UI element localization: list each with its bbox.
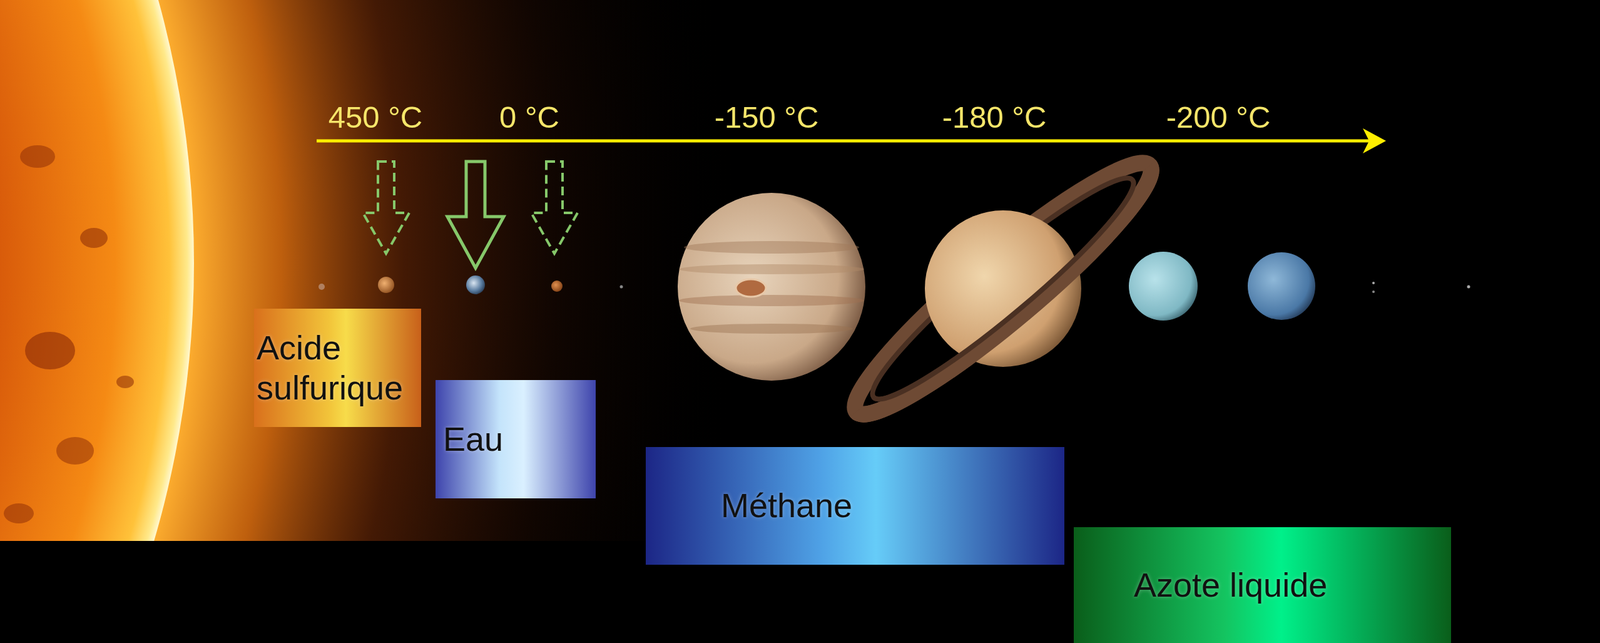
mars [551,280,563,292]
pluto [1372,281,1375,285]
jupiter-band [683,240,860,254]
sun-spot [116,375,134,388]
saturn [835,140,1171,437]
liquid-zone-box: Azote liquide [1073,526,1452,643]
temperature-axis [316,139,1371,143]
earth [466,275,485,295]
temperature-label: -180 °C [942,101,1047,133]
jupiter-bands [678,240,865,334]
neptune [1247,252,1316,320]
sun-spot [56,436,94,465]
temperature-label: -150 °C [714,101,820,133]
liquid-zone-box: Acide sulfurique [254,308,422,427]
temperature-label: 0 °C [499,101,560,133]
sun-spot [80,227,108,248]
dashed-pointer-arrow [531,161,578,254]
axis-arrowhead [1362,128,1386,154]
great-red-spot [735,279,766,297]
jupiter [677,192,866,381]
saturn-ring [835,140,1171,437]
dashed-pointer-arrow [362,161,410,254]
saturn-ring [835,140,1171,437]
zone-label: Acide sulfurique [256,327,418,408]
saturn-front-ring [835,140,1171,437]
zone-label: Azote liquide [1133,565,1328,606]
sun-spot [3,503,34,524]
liquid-zone-box: Méthane [645,446,1065,565]
zone-label: Méthane [720,485,853,526]
zone-label: Eau [443,419,504,460]
jupiter-band [690,323,853,334]
venus [377,276,395,293]
ceres [620,285,624,289]
jupiter-band [678,294,865,306]
charon [1372,290,1375,293]
uranus [1128,251,1198,321]
pointer-arrow [447,161,504,268]
dwarf-planet [1467,285,1471,289]
liquid-zone-box: Eau [435,379,596,499]
sun-spot [25,331,76,370]
temperature-label: -200 °C [1166,101,1271,133]
temperature-label: 450 °C [328,101,423,133]
jupiter-band [678,264,865,275]
saturn-ring [856,159,1150,417]
sun-spot [20,145,56,168]
saturn-ring [856,159,1150,417]
mercury [318,283,325,290]
sun [0,0,194,541]
